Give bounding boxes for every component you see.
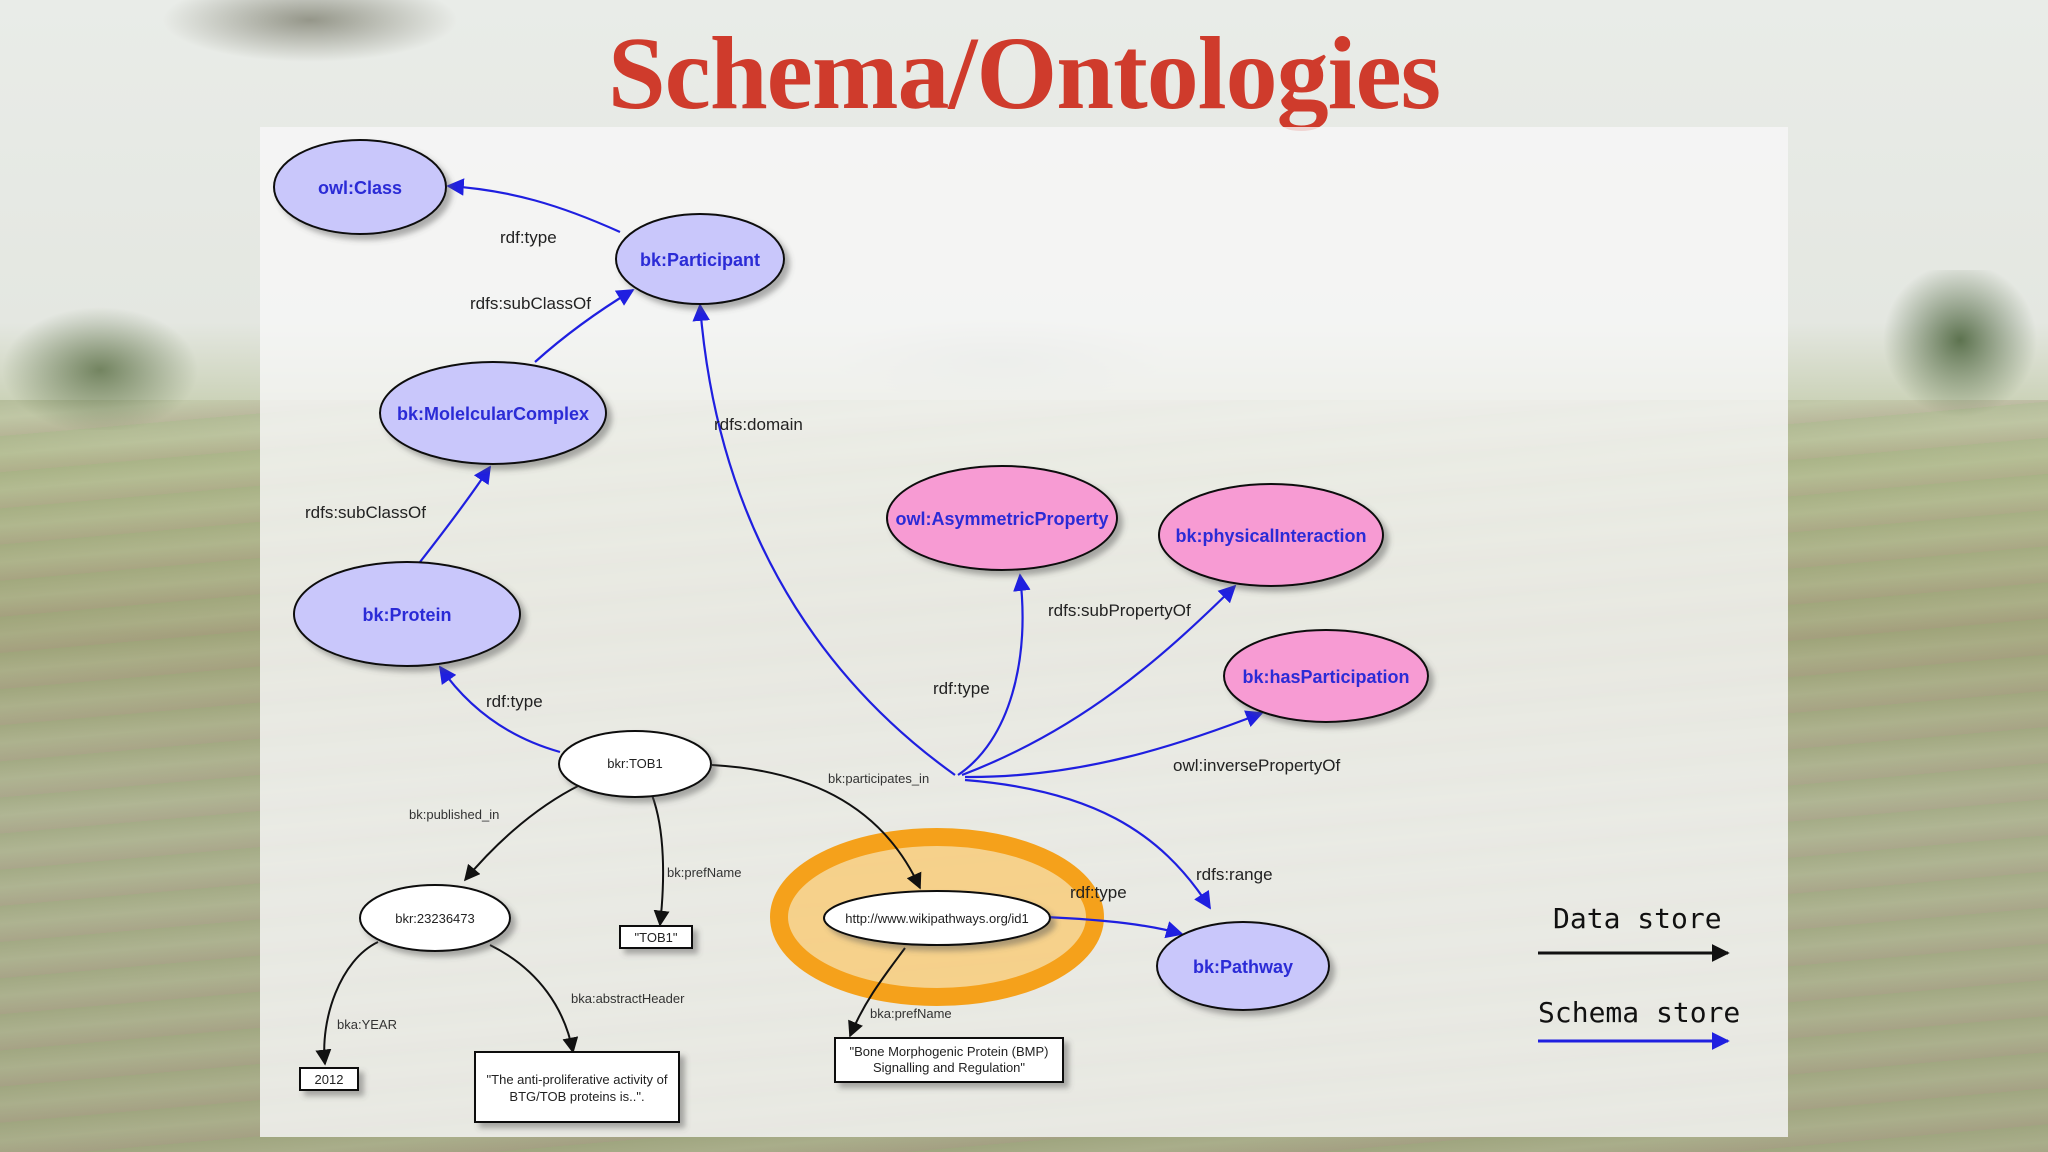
label-edge-complex-subclass: rdfs:subClassOf [470,294,591,313]
node-wikipathways [823,890,1051,946]
edge-tob1-type [438,665,561,754]
label-asymmetric-property: owl:AsymmetricProperty [895,509,1108,529]
edge-participant-type [446,178,621,234]
edge-published-in [463,784,581,882]
label-edge-abstract-header: bka:abstractHeader [571,991,685,1006]
label-edge-protein-subclass: rdfs:subClassOf [305,503,426,522]
label-edge-tob1-type: rdf:type [486,692,543,711]
edge-range [964,778,1211,910]
label-edge-pref-name: bk:prefName [667,865,741,880]
label-abstract-line2: BTG/TOB proteins is..". [509,1089,644,1104]
edge-subproperty [961,584,1237,777]
node-has-participation [1223,629,1429,723]
node-protein [293,561,521,667]
label-abstract-line1: "The anti-proliferative activity of [487,1072,668,1087]
label-bmp-line1: "Bone Morphogenic Protein (BMP) [850,1044,1049,1059]
edge-participates-in [711,764,922,890]
label-edge-participant-type: rdf:type [500,228,557,247]
edge-prop-type [957,573,1031,776]
label-edge-domain: rdfs:domain [714,415,803,434]
legend-schema-store: Schema store [1538,996,1740,1029]
edge-inverse [964,710,1264,779]
label-pub: bkr:23236473 [395,911,475,926]
edge-year [315,941,379,1066]
node-pub [359,884,511,952]
label-edge-inverse: owl:inversePropertyOf [1173,756,1341,775]
label-pathway: bk:Pathway [1193,957,1293,977]
label-molecular-complex: bk:MolelcularComplex [397,404,589,424]
node-abstract-literal [474,1051,680,1123]
label-edge-year: bka:YEAR [337,1017,397,1032]
node-asymmetric-property [886,465,1118,571]
label-tob1-literal: "TOB1" [635,930,678,945]
label-wikipathways: http://www.wikipathways.org/id1 [845,911,1029,926]
label-year-literal: 2012 [315,1072,344,1087]
edge-abstract-header [489,944,579,1054]
edge-wiki-type [1044,915,1184,939]
label-edge-published-in: bk:published_in [409,807,499,822]
node-owl-class [273,139,447,235]
label-edge-subproperty: rdfs:subPropertyOf [1048,601,1191,620]
legend-data-store: Data store [1553,902,1722,935]
node-pathway [1156,921,1330,1011]
label-bmp-line2: Signalling and Regulation" [873,1060,1025,1075]
node-molecular-complex [379,361,607,465]
label-participant: bk:Participant [640,250,760,270]
edge-domain [692,303,956,776]
legend: Data store Schema store [1538,902,1740,1050]
label-edge-wiki-type: rdf:type [1070,883,1127,902]
background-branch [100,0,520,110]
node-bmp-literal [834,1037,1064,1083]
node-tob1-literal [619,925,693,949]
node-participant [615,213,785,305]
label-edge-wiki-pref-name: bka:prefName [870,1006,952,1021]
label-edge-prop-type: rdf:type [933,679,990,698]
label-edge-participates-in: bk:participates_in [828,771,929,786]
edge-pref-name [651,794,670,927]
edge-complex-subclass [534,289,635,363]
node-year-literal [299,1067,359,1091]
node-tob1 [558,730,712,798]
label-protein: bk:Protein [362,605,451,625]
label-physical-interaction: bk:physicalInteraction [1175,526,1366,546]
edge-wiki-pref-name [848,947,906,1038]
slide-title: Schema/Ontologies [607,16,1441,131]
edge-protein-subclass [419,465,491,563]
label-has-participation: bk:hasParticipation [1242,667,1409,687]
label-edge-range: rdfs:range [1196,865,1273,884]
node-physical-interaction [1158,483,1384,587]
label-tob1: bkr:TOB1 [607,756,662,771]
label-owl-class: owl:Class [318,178,402,198]
